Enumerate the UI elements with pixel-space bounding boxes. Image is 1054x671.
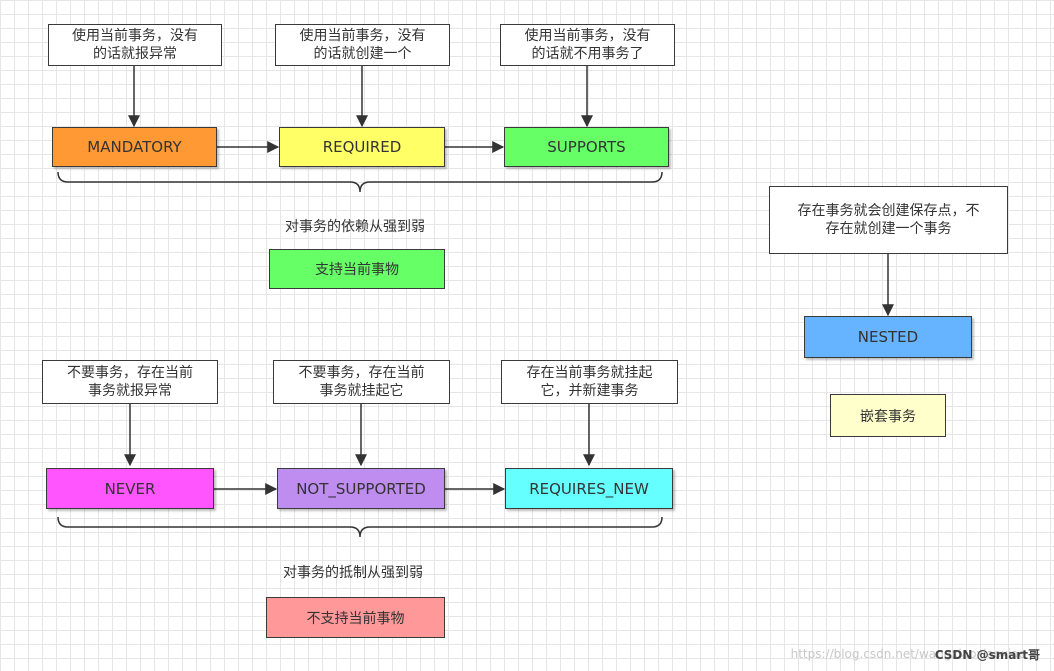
- note-mandatory: 使用当前事务，没有 的话就报异常: [48, 24, 222, 66]
- tag-nonsupport: 不支持当前事物: [266, 597, 445, 638]
- note-never: 不要事务，存在当前 事务就报异常: [42, 360, 218, 404]
- note-supports: 使用当前事务，没有 的话就不用事务了: [500, 24, 675, 66]
- caption-support: 对事务的依赖从强到弱: [285, 219, 425, 235]
- state-requires-new: REQUIRES_NEW: [505, 468, 673, 509]
- state-never: NEVER: [46, 468, 214, 509]
- state-supports: SUPPORTS: [504, 127, 669, 167]
- note-requires-new: 存在当前事务就挂起 它，并新建事务: [501, 360, 678, 404]
- state-not-supported: NOT_SUPPORTED: [277, 468, 445, 509]
- brace-support: [57, 171, 663, 193]
- state-nested: NESTED: [804, 316, 972, 358]
- state-required: REQUIRED: [279, 127, 445, 167]
- watermark-url: https://blog.csdn.net/wangxiaoxiaoxiao: [790, 647, 1026, 661]
- tag-support: 支持当前事物: [269, 249, 445, 289]
- note-nested: 存在事务就会创建保存点，不 存在就创建一个事务: [769, 186, 1008, 254]
- watermark-csdn: CSDN @smart哥: [934, 648, 1040, 662]
- tag-nested: 嵌套事务: [830, 394, 946, 437]
- caption-nonsupport: 对事务的抵制从强到弱: [283, 565, 423, 581]
- note-required: 使用当前事务，没有 的话就创建一个: [275, 24, 450, 66]
- brace-nonsupport: [57, 516, 663, 538]
- note-not-supported: 不要事务，存在当前 事务就挂起它: [273, 360, 450, 404]
- state-mandatory: MANDATORY: [52, 127, 217, 167]
